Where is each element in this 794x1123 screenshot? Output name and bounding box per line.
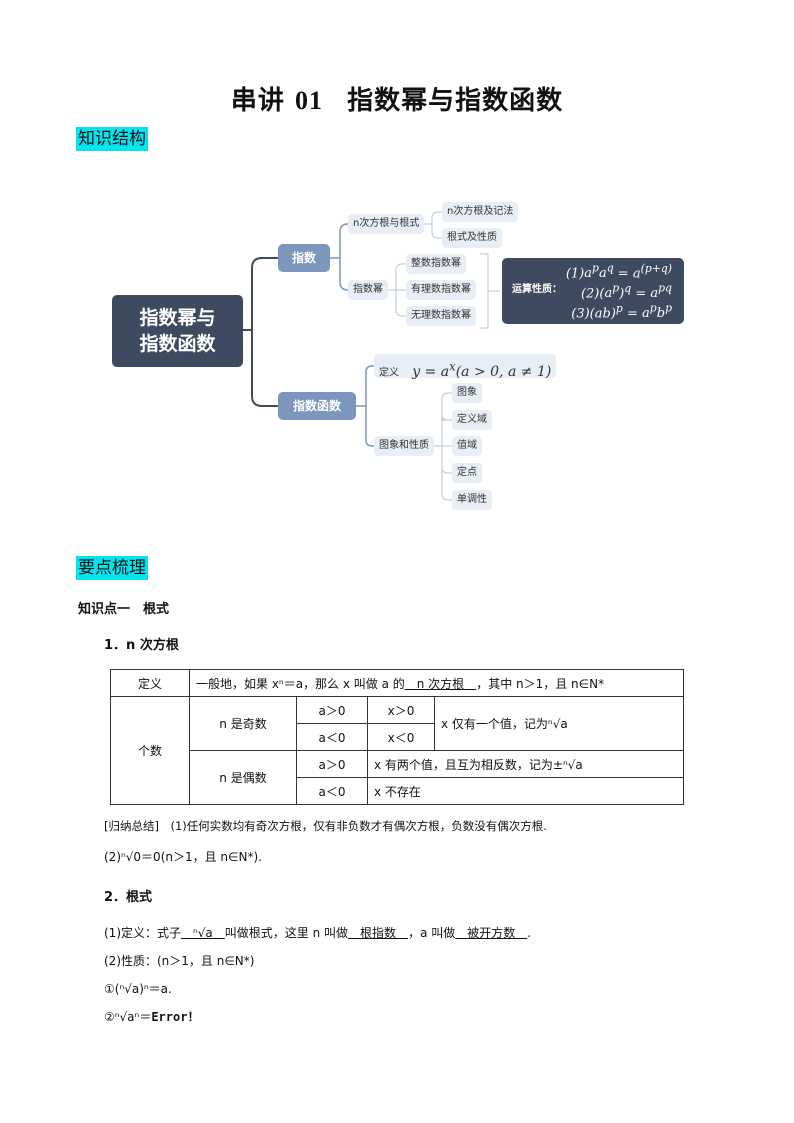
radical-def-mid2: ，a 叫做 xyxy=(408,926,456,940)
radical-property-1: ①(ⁿ√a)ⁿ＝a. xyxy=(104,982,172,996)
mindmap-node-graph-props: 图象和性质 xyxy=(374,436,434,456)
def-text: 一般地，如果 xⁿ＝a，那么 x 叫做 a 的 xyxy=(196,676,405,691)
radical-def-mid: 叫做根式，这里 n 叫做 xyxy=(224,926,349,940)
mindmap-node-range: 值域 xyxy=(452,436,482,456)
title-prefix: 串讲 xyxy=(230,86,285,116)
table-cell-def-text: 一般地，如果 xⁿ＝a，那么 x 叫做 a 的 n 次方根 ，其中 n＞1，且 … xyxy=(189,669,684,697)
radical-definition: (1)定义：式子 ⁿ√a 叫做根式，这里 n 叫做 根指数 ，a 叫做 被开方数… xyxy=(104,924,531,941)
table-cell-odd-x1: x＞0 xyxy=(367,696,435,724)
mindmap-node-power: 指数幂 xyxy=(348,280,388,300)
section-structure-heading: 知识结构 xyxy=(76,127,148,151)
title-number: 01 xyxy=(295,86,323,115)
knowledge-point-heading: 知识点一 根式 xyxy=(78,602,170,617)
table-cell-odd-result: x 仅有一个值，记为ⁿ√a xyxy=(434,696,684,751)
radical-properties: (2)性质：(n＞1，且 n∈N*) xyxy=(104,954,255,968)
mind-map-connectors xyxy=(243,211,500,501)
subheading-nth-root: 1．n 次方根 xyxy=(104,638,179,653)
table-cell-odd-a1: a＞0 xyxy=(296,696,368,724)
mindmap-node-integer-power: 整数指数幂 xyxy=(406,254,466,274)
radical-property-2-text: ②ⁿ√aⁿ＝ xyxy=(104,1010,152,1024)
table-cell-count-label: 个数 xyxy=(110,696,190,805)
mindmap-node-fixed-point: 定点 xyxy=(452,463,482,483)
mindmap-branch-exponent: 指数 xyxy=(278,244,330,272)
definition-formula: y = ax(a > 0, a ≠ 1) xyxy=(412,359,552,380)
mindmap-node-domain: 定义域 xyxy=(452,410,492,430)
mindmap-node-nth-root: n次方根与根式 xyxy=(348,214,425,234)
table-row: 定义 一般地，如果 xⁿ＝a，那么 x 叫做 a 的 n 次方根 ，其中 n＞1… xyxy=(110,669,684,697)
table-cell-odd-x2: x＜0 xyxy=(367,723,435,751)
mindmap-root: 指数幂与 指数函数 xyxy=(112,295,243,367)
table-cell-def-label: 定义 xyxy=(110,669,190,697)
table-cell-even-x2: x 不存在 xyxy=(367,777,684,805)
table-row: n 是偶数 a＞0 x 有两个值，且互为相反数，记为±ⁿ√a xyxy=(111,750,684,805)
mindmap-node-graph: 图象 xyxy=(452,383,482,403)
mindmap-node-radical-properties: 根式及性质 xyxy=(442,228,502,248)
mind-map: 指数幂与 指数函数 指数 指数函数 n次方根与根式 n次方根及记法 根式及性质 … xyxy=(0,0,794,540)
radical-property-2-error: Error！ xyxy=(151,1010,200,1024)
mindmap-branch-exponential-function: 指数函数 xyxy=(278,392,356,420)
mindmap-root-line1: 指数幂与 xyxy=(139,307,216,329)
mindmap-node-nth-root-notation: n次方根及记法 xyxy=(442,202,519,222)
mindmap-node-definition: 定义 y = ax(a > 0, a ≠ 1) xyxy=(374,354,557,380)
title-main: 指数幂与指数函数 xyxy=(347,86,564,116)
rules-label: 运算性质： xyxy=(512,284,562,295)
summary-line-2: (2)ⁿ√0＝0(n＞1，且 n∈N*). xyxy=(104,850,262,864)
subheading-radical: 2．根式 xyxy=(104,890,153,905)
table-row: 个数 n 是奇数 a＞0 x＞0 x 仅有一个值，记为ⁿ√a xyxy=(110,696,684,805)
mindmap-node-monotonicity: 单调性 xyxy=(452,490,492,510)
nth-root-table: 定义 一般地，如果 xⁿ＝a，那么 x 叫做 a 的 n 次方根 ，其中 n＞1… xyxy=(110,669,684,805)
rule-3: (3)(ab)p = apbp xyxy=(571,302,672,322)
def-tail: ，其中 n＞1，且 n∈N* xyxy=(476,676,605,691)
table-cell-even: n 是偶数 xyxy=(189,750,297,805)
table-cell-odd: n 是奇数 xyxy=(189,696,297,751)
radical-def-end: . xyxy=(527,926,532,940)
radical-def-pre: (1)定义：式子 xyxy=(104,926,181,940)
section-points-heading: 要点梳理 xyxy=(76,556,148,580)
table-cell-even-a2: a＜0 xyxy=(296,777,368,805)
mindmap-node-rational-power: 有理数指数幂 xyxy=(406,280,476,300)
def-blank: n 次方根 xyxy=(404,676,477,691)
mindmap-root-line2: 指数函数 xyxy=(139,333,216,355)
radical-def-expr: ⁿ√a xyxy=(181,926,225,940)
mindmap-rules-box: 运算性质： (1)apaq = a(p+q) (2)(ap)q = apq (3… xyxy=(502,258,684,324)
table-cell-odd-a2: a＜0 xyxy=(296,723,368,751)
radical-property-2: ②ⁿ√aⁿ＝Error！ xyxy=(104,1008,199,1025)
table-row: a＜0 x 不存在 xyxy=(111,777,684,805)
mindmap-node-irrational-power: 无理数指数幂 xyxy=(406,306,476,326)
rule-2: (2)(ap)q = apq xyxy=(580,282,672,302)
radical-def-blank-index: 根指数 xyxy=(348,926,409,940)
page-title: 串讲 01 指数幂与指数函数 xyxy=(0,80,794,117)
table-cell-even-a1: a＞0 xyxy=(296,750,368,778)
table-cell-even-x1: x 有两个值，且互为相反数，记为±ⁿ√a xyxy=(367,750,684,778)
summary-line-1: [归纳总结] (1)任何实数均有奇次方根，仅有非负数才有偶次方根，负数没有偶次方… xyxy=(104,819,547,833)
rule-1: (1)apaq = a(p+q) xyxy=(565,262,672,282)
radical-def-blank-radicand: 被开方数 xyxy=(455,926,528,940)
definition-label: 定义 xyxy=(379,367,399,379)
